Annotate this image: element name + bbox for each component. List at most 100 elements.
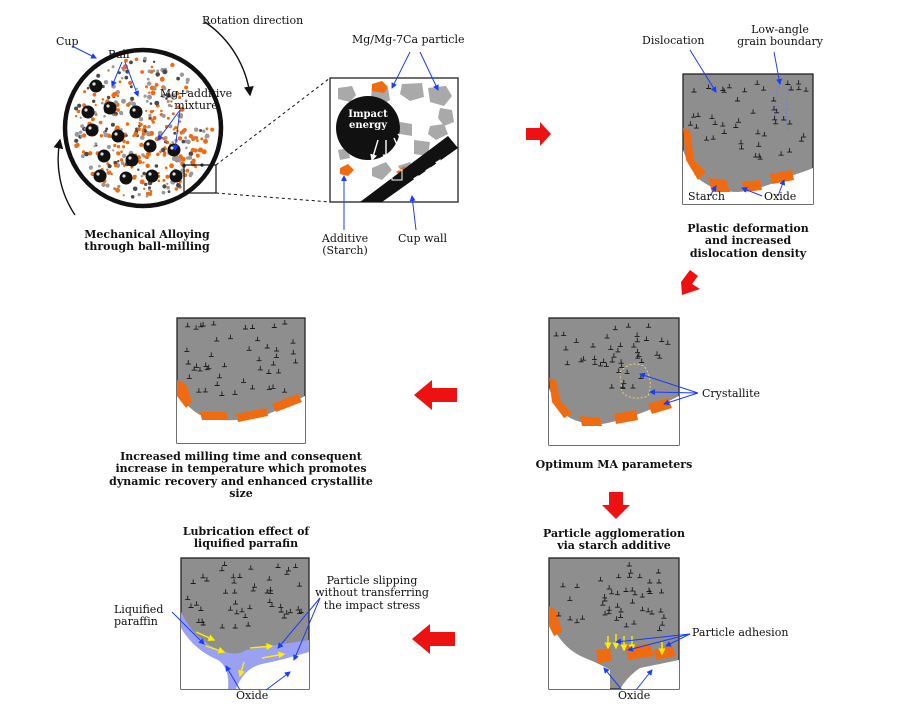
powder-particle	[170, 62, 175, 68]
powder-particle	[181, 139, 186, 144]
powder-particle	[139, 179, 145, 185]
dislocation-symbol	[772, 115, 778, 121]
powder-particle	[194, 165, 198, 169]
powder-particle	[122, 139, 126, 143]
dislocation-symbol	[266, 369, 272, 374]
dislocation-symbol	[184, 347, 190, 353]
powder-particle	[113, 160, 118, 165]
powder-particle	[146, 77, 150, 81]
mixture-pointer-1	[157, 109, 181, 141]
powder-particle	[88, 151, 93, 156]
dislocation-symbol	[734, 97, 740, 102]
powder-particle	[103, 80, 109, 85]
dislocation-symbol	[275, 563, 281, 568]
dislocation-symbol	[592, 355, 597, 361]
dislocation-symbol	[257, 365, 263, 371]
dislocations-d	[184, 320, 299, 396]
powder-particle	[162, 86, 167, 91]
powder-particle	[113, 187, 116, 191]
milling-ball	[85, 123, 99, 137]
powder-particle	[99, 134, 104, 138]
dislocations-f	[185, 561, 304, 629]
dislocation-symbol	[754, 80, 760, 85]
powder-particle	[182, 131, 185, 135]
dislocation-symbol	[270, 384, 276, 389]
powder-particle	[173, 131, 177, 135]
powder-particle	[162, 153, 167, 157]
milling-ball	[81, 105, 95, 119]
dislocation-symbol	[738, 139, 744, 145]
powder-particle	[124, 58, 128, 63]
powder-particle	[101, 98, 105, 101]
slip-label: Particle slipping without transferring t…	[312, 574, 432, 612]
dislocation-symbol	[227, 606, 233, 611]
dislocation-symbol	[185, 322, 191, 328]
dislocation-symbol	[627, 573, 632, 578]
powder-particle	[176, 76, 181, 81]
starch-particle-left	[340, 164, 354, 176]
powder-particle	[150, 118, 154, 122]
powder-particle	[185, 90, 189, 94]
dislocation-symbol	[278, 608, 284, 613]
powder-particle	[147, 81, 152, 86]
dislocation-symbol	[709, 114, 715, 120]
dislocation-symbol	[609, 384, 615, 389]
dislocation-symbol	[659, 588, 664, 594]
dislocation-symbol	[615, 590, 621, 596]
red-arrows	[412, 122, 700, 654]
ball-pointer-2	[124, 61, 140, 97]
dislocation-symbol	[798, 137, 804, 142]
dislocation-symbol	[624, 369, 630, 375]
slip-arrows	[195, 631, 286, 678]
dislocation-symbol	[271, 323, 277, 328]
powder-particle	[210, 127, 215, 132]
powder-particle	[129, 60, 133, 65]
impact-energy-label: Impact energy	[344, 109, 392, 131]
crystallite-outline	[619, 363, 651, 399]
powder-particle	[137, 159, 143, 164]
powder-particle	[170, 100, 173, 103]
powder-particle	[200, 137, 204, 141]
powder-particle	[166, 185, 170, 190]
powder-particle	[174, 187, 178, 191]
powder-particle	[132, 176, 137, 180]
panel-lubrication	[171, 557, 321, 691]
milling-ball	[97, 149, 111, 163]
dislocation-symbol	[228, 334, 233, 340]
powder-particle	[79, 130, 83, 134]
powder-particle	[195, 136, 199, 139]
dislocation-symbol	[197, 366, 203, 372]
powder-particle	[166, 99, 170, 103]
dislocation-symbol	[739, 144, 744, 150]
dislocation-symbol	[637, 573, 643, 579]
powder-particle	[92, 92, 97, 97]
dislocation-symbol	[614, 616, 620, 621]
dislocation-symbol	[270, 361, 276, 366]
powder-particle	[116, 151, 120, 155]
powder-particle	[205, 127, 209, 131]
dislocation-symbol	[631, 343, 637, 348]
powder-particle	[117, 160, 120, 163]
powder-particle	[143, 124, 147, 129]
dislocation-symbol	[219, 623, 225, 629]
dislocation-symbol	[606, 585, 612, 590]
dislocation-symbol	[246, 346, 252, 351]
powder-particle	[75, 142, 80, 147]
dislocation-symbol	[208, 352, 214, 357]
step1-caption-line1: Mechanical Alloying	[84, 228, 210, 241]
dislocation-symbol	[284, 610, 290, 615]
dislocation-symbol	[193, 325, 199, 330]
powder-particle	[165, 93, 171, 98]
powder-particle	[120, 161, 125, 166]
powder-particle	[116, 94, 120, 97]
dislocation-symbol	[761, 86, 767, 91]
powder-particle	[144, 182, 148, 186]
powder-particle	[187, 155, 193, 160]
dislocation-symbol	[556, 611, 562, 617]
dislocation-symbol	[629, 587, 635, 592]
zoom-detail-box	[391, 169, 403, 181]
powder-particle	[139, 122, 143, 127]
powder-particle	[96, 73, 101, 78]
dislocation-symbol	[273, 353, 279, 359]
